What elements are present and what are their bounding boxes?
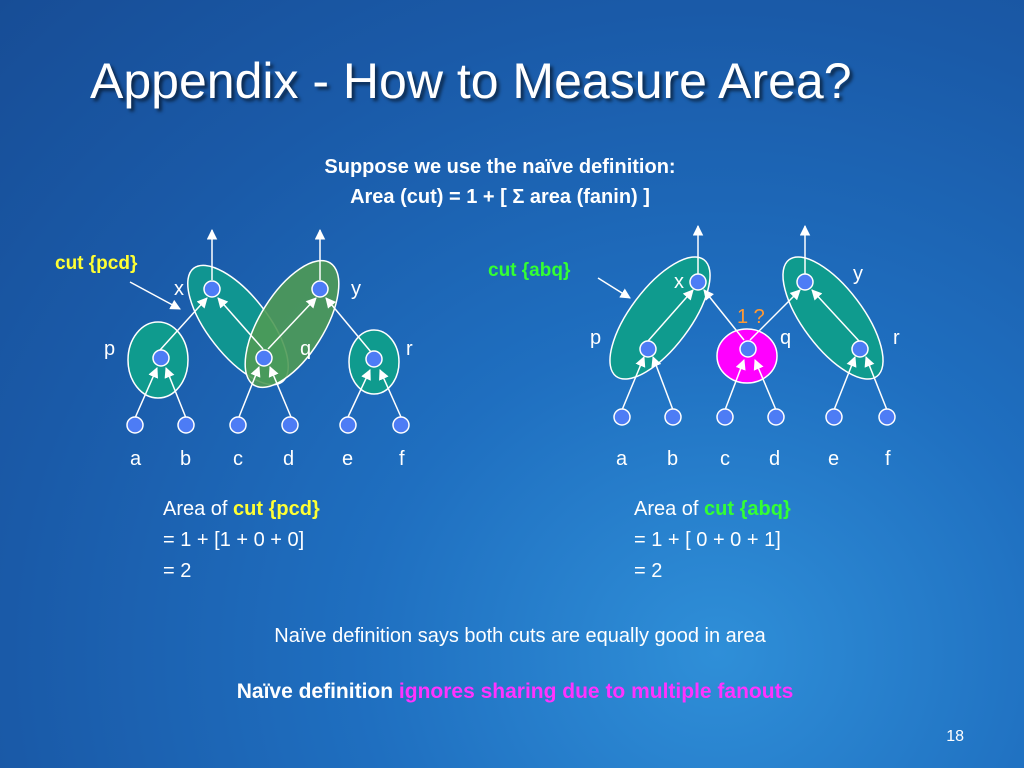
right-diagram: cut {abq} x y p q r 1 ? a b c d e f (488, 224, 900, 470)
right-node-x (689, 273, 707, 291)
right-cut-label: cut {abq} (488, 260, 571, 281)
right-calc-line-1: Area of cut {abq} (634, 494, 791, 525)
left-node-q (255, 349, 273, 367)
left-label-e: e (342, 448, 353, 470)
intro-line-1: Suppose we use the naïve definition: (324, 156, 676, 178)
left-area-calculation: Area of cut {pcd} = 1 + [1 + 0 + 0] = 2 (163, 494, 320, 587)
left-calc-line-1: Area of cut {pcd} (163, 494, 320, 525)
left-label-c: c (233, 448, 243, 470)
right-calc-line-2: = 1 + [ 0 + 0 + 1] (634, 529, 781, 551)
conclusion: Naïve definition ignores sharing due to … (0, 680, 1024, 704)
left-calc-line-2: = 1 + [1 + 0 + 0] (163, 529, 305, 551)
right-input-a (613, 408, 631, 426)
left-label-a: a (130, 448, 142, 470)
left-calc-cut: cut {pcd} (233, 498, 320, 520)
left-diagram: cut {pcd} x y p q r a b c d e f (55, 228, 413, 470)
left-label-y: y (351, 278, 361, 300)
left-input-c (229, 416, 247, 434)
right-calc-cut: cut {abq} (704, 498, 791, 520)
right-label-d: d (769, 448, 780, 470)
left-input-e (339, 416, 357, 434)
left-label-r: r (406, 338, 413, 360)
left-cut-label: cut {pcd} (55, 253, 138, 274)
right-node-q (739, 340, 757, 358)
conclusion-highlight: ignores sharing due to multiple fanouts (398, 680, 794, 703)
right-label-f: f (885, 448, 891, 470)
intro-text: Suppose we use the naïve definition: Are… (0, 152, 1000, 212)
right-label-e: e (828, 448, 839, 470)
right-label-x: x (674, 271, 684, 293)
right-question: 1 ? (737, 306, 765, 328)
left-label-d: d (283, 448, 294, 470)
page-number: 18 (946, 728, 964, 745)
left-input-a (126, 416, 144, 434)
left-label-f: f (399, 448, 405, 470)
right-label-y: y (853, 263, 863, 285)
right-calc-line-3: = 2 (634, 560, 663, 582)
left-node-x (203, 280, 221, 298)
observation-note: Naïve definition says both cuts are equa… (274, 625, 766, 647)
left-input-d (281, 416, 299, 434)
intro-formula: Area (cut) = 1 + [ Σ area (fanin) ] (350, 186, 650, 208)
left-label-p: p (104, 338, 115, 360)
right-cluster-yr (782, 256, 884, 380)
left-calc-prefix: Area of (163, 498, 234, 520)
left-input-b (177, 416, 195, 434)
right-input-b (664, 408, 682, 426)
left-calc-line-3: = 2 (163, 560, 192, 582)
left-input-f (392, 416, 410, 434)
right-label-p: p (590, 327, 601, 349)
conclusion-prefix: Naïve definition (236, 680, 399, 703)
right-input-d (767, 408, 785, 426)
right-label-b: b (667, 448, 678, 470)
right-input-e (825, 408, 843, 426)
right-area-calculation: Area of cut {abq} = 1 + [ 0 + 0 + 1] = 2 (634, 494, 791, 587)
left-node-y (311, 280, 329, 298)
right-label-c: c (720, 448, 730, 470)
left-node-p (152, 349, 170, 367)
left-label-b: b (180, 448, 191, 470)
right-node-r (851, 340, 869, 358)
right-input-f (878, 408, 896, 426)
left-node-r (365, 350, 383, 368)
slide-title: Appendix - How to Measure Area? (90, 53, 852, 109)
right-label-r: r (893, 327, 900, 349)
left-label-q: q (300, 338, 311, 360)
right-node-p (639, 340, 657, 358)
right-label-q: q (780, 327, 791, 349)
right-cluster-xpab (609, 256, 711, 380)
right-calc-prefix: Area of (634, 498, 705, 520)
left-label-x: x (174, 278, 184, 300)
right-label-a: a (616, 448, 628, 470)
right-input-c (716, 408, 734, 426)
right-node-y (796, 273, 814, 291)
